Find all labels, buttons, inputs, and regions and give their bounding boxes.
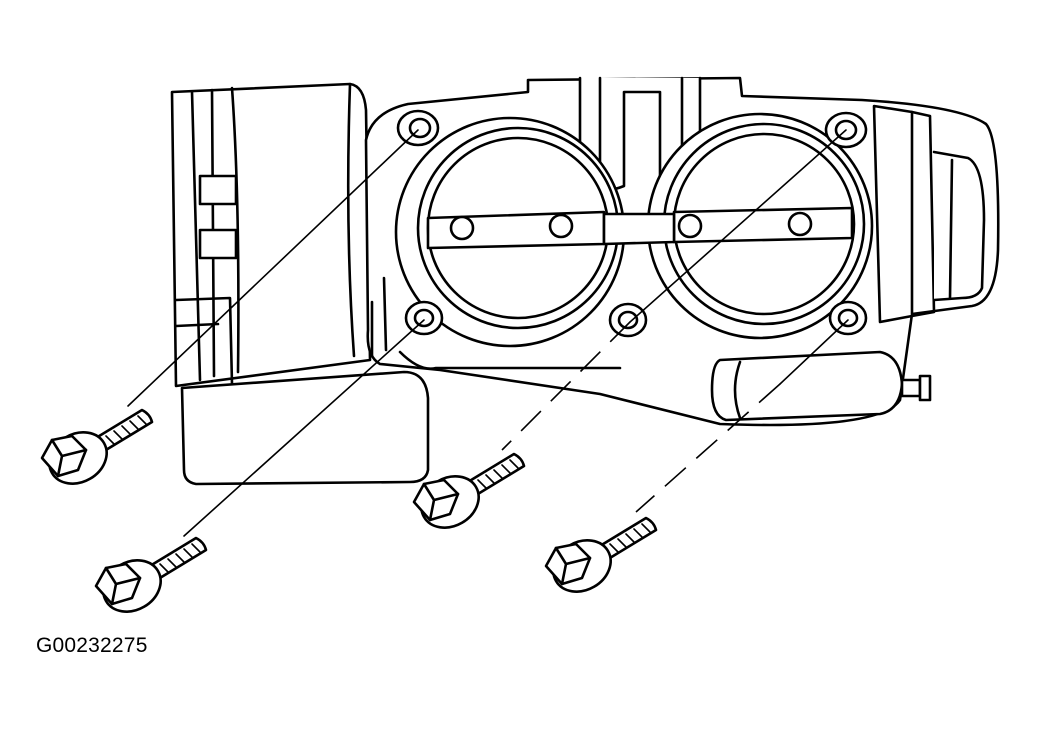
bolt-2 [92,536,208,624]
left-throttle-bore [396,118,624,346]
bolt-1 [38,408,154,496]
bolt-alignment-lines [128,130,848,536]
figure-id-label: G00232275 [36,634,148,657]
bolt-4 [542,516,658,604]
right-throttle-bore [604,114,872,338]
